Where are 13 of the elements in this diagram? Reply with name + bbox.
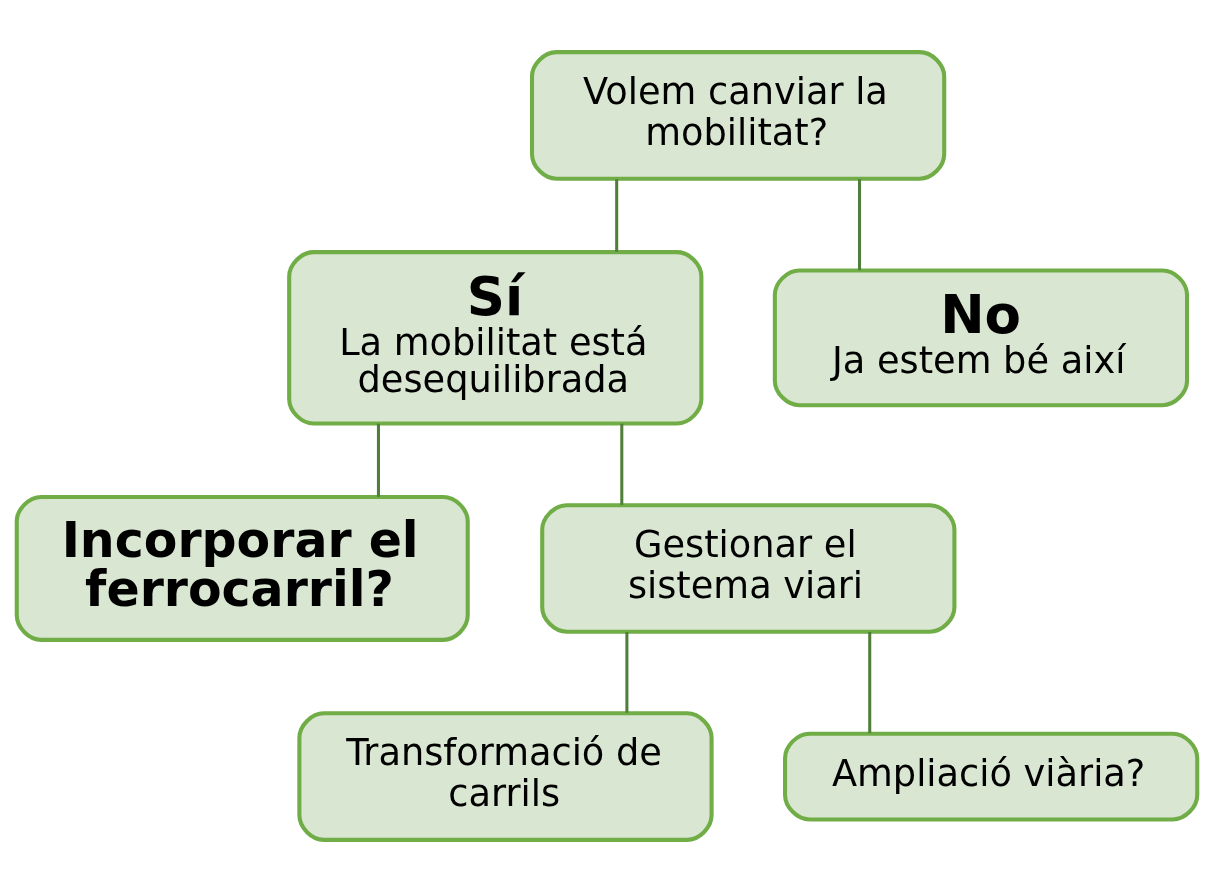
node-box: Ampliació viària? [783, 731, 1200, 821]
connector [625, 631, 629, 713]
node-box: Transformació de carrils [297, 710, 714, 842]
node-box: Gestionar el sistema viari [540, 502, 957, 634]
node-box: Volem canviar la mobilitat? [529, 49, 947, 181]
connector [376, 423, 380, 497]
connector [615, 178, 619, 252]
connector [620, 423, 624, 505]
connector [868, 631, 872, 733]
node-box: Incorporar el ferrocarril? [14, 494, 470, 642]
node-box: Sí La mobilitat está desequilibrada [287, 249, 704, 426]
node-box: No Ja estem bé així [772, 267, 1190, 407]
connector [858, 178, 862, 270]
